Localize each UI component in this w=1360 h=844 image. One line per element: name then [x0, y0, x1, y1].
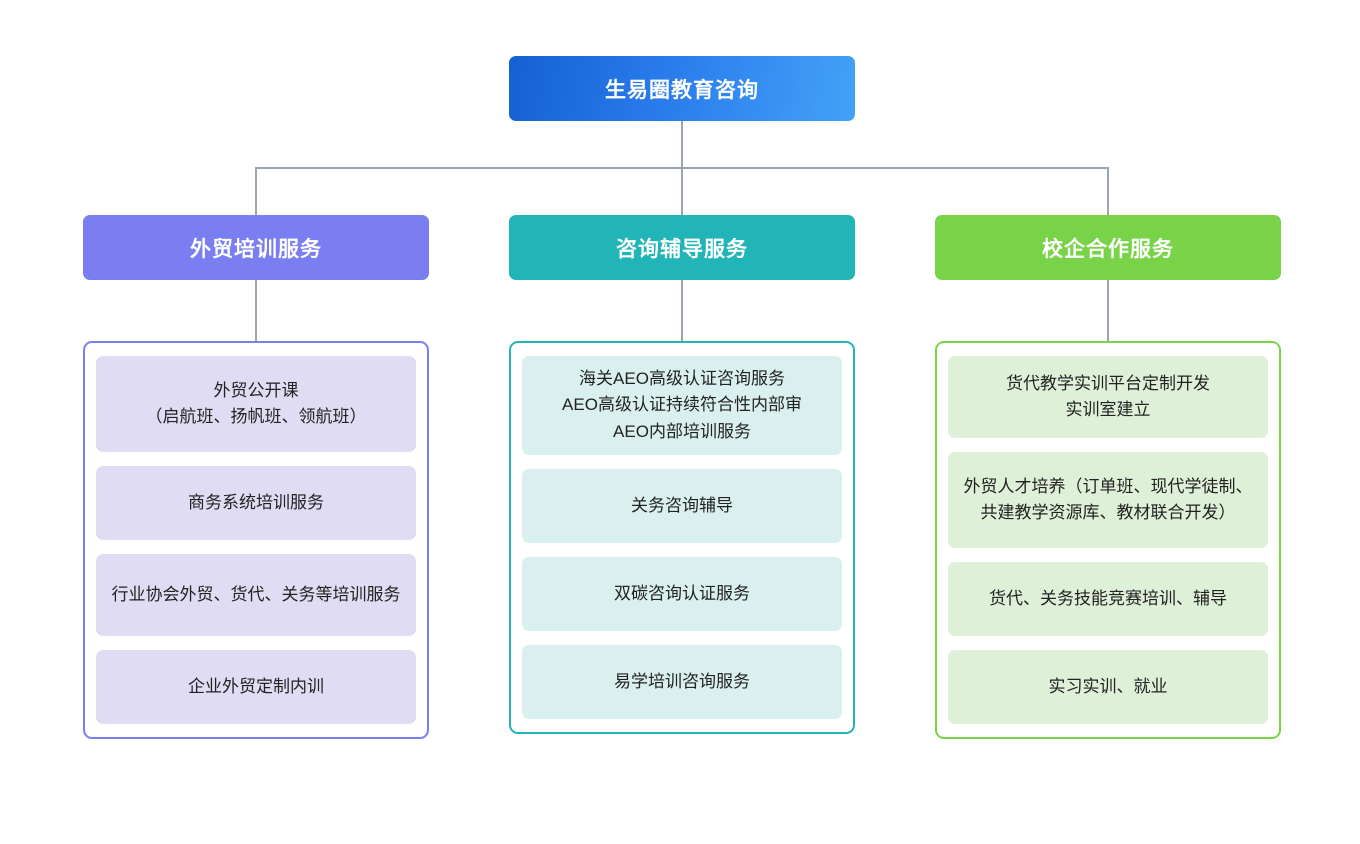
- list-item[interactable]: 货代、关务技能竞赛培训、辅导: [948, 562, 1268, 636]
- connector-stem-branch-2: [681, 280, 683, 341]
- list-item[interactable]: 易学培训咨询服务: [522, 645, 842, 720]
- branch-header-1-label: 外贸培训服务: [190, 237, 322, 261]
- list-item[interactable]: 外贸人才培养（订单班、现代学徒制、共建教学资源库、教材联合开发）: [948, 452, 1268, 548]
- root-node[interactable]: 生易圈教育咨询: [509, 56, 855, 121]
- list-item[interactable]: 双碳咨询认证服务: [522, 557, 842, 632]
- list-item[interactable]: 商务系统培训服务: [96, 466, 416, 540]
- list-item[interactable]: 实习实训、就业: [948, 650, 1268, 724]
- root-node-label: 生易圈教育咨询: [605, 78, 759, 102]
- branch-column-3: 校企合作服务 货代教学实训平台定制开发 实训室建立 外贸人才培养（订单班、现代学…: [935, 215, 1281, 739]
- list-item[interactable]: 行业协会外贸、货代、关务等培训服务: [96, 554, 416, 636]
- connector-stem-branch-3: [1107, 280, 1109, 341]
- connector-drop-branch-2: [681, 167, 683, 215]
- branch-header-1[interactable]: 外贸培训服务: [83, 215, 429, 280]
- branch-header-3-label: 校企合作服务: [1042, 237, 1174, 261]
- connector-drop-branch-3: [1107, 167, 1109, 215]
- connector-stem-branch-1: [255, 280, 257, 341]
- list-item[interactable]: 企业外贸定制内训: [96, 650, 416, 724]
- branch-column-1: 外贸培训服务 外贸公开课 （启航班、扬帆班、领航班） 商务系统培训服务 行业协会…: [83, 215, 429, 739]
- branch-header-3[interactable]: 校企合作服务: [935, 215, 1281, 280]
- branch-group-box-3: 货代教学实训平台定制开发 实训室建立 外贸人才培养（订单班、现代学徒制、共建教学…: [935, 341, 1281, 739]
- list-item[interactable]: 海关AEO高级认证咨询服务 AEO高级认证持续符合性内部审 AEO内部培训服务: [522, 356, 842, 456]
- list-item[interactable]: 关务咨询辅导: [522, 469, 842, 544]
- list-item[interactable]: 外贸公开课 （启航班、扬帆班、领航班）: [96, 356, 416, 452]
- branch-header-2[interactable]: 咨询辅导服务: [509, 215, 855, 280]
- branch-column-2: 咨询辅导服务 海关AEO高级认证咨询服务 AEO高级认证持续符合性内部审 AEO…: [509, 215, 855, 735]
- connector-drop-branch-1: [255, 167, 257, 215]
- list-item[interactable]: 货代教学实训平台定制开发 实训室建立: [948, 356, 1268, 438]
- branch-group-box-2: 海关AEO高级认证咨询服务 AEO高级认证持续符合性内部审 AEO内部培训服务 …: [509, 341, 855, 735]
- branch-header-2-label: 咨询辅导服务: [616, 237, 748, 261]
- branch-group-box-1: 外贸公开课 （启航班、扬帆班、领航班） 商务系统培训服务 行业协会外贸、货代、关…: [83, 341, 429, 739]
- connector-root-stem: [681, 121, 683, 168]
